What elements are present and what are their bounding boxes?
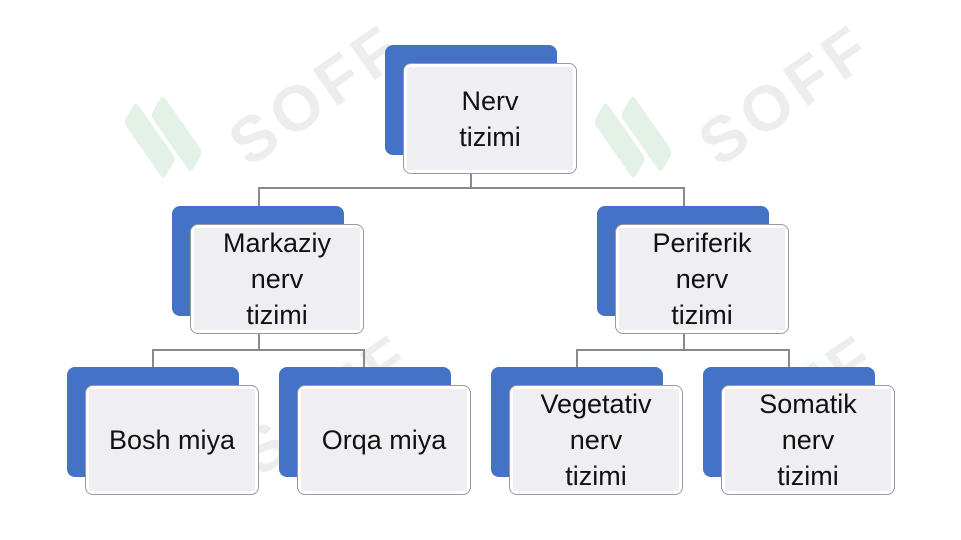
watermark-text: SOFF xyxy=(685,9,887,180)
connector-root-bar xyxy=(258,187,684,189)
connector-to-orqa-miya xyxy=(363,349,365,367)
soff-logo-icon xyxy=(121,78,230,192)
connector-markaziy-bar xyxy=(152,349,364,351)
connector-to-somatik xyxy=(788,349,790,367)
connector-root-down xyxy=(470,173,472,188)
node-markaziy-nerv-tizimi: Markaziy nerv tizimi xyxy=(172,206,364,334)
node-nerv-tizimi: Nerv tizimi xyxy=(385,45,577,174)
connector-to-bosh-miya xyxy=(152,349,154,367)
node-label: Orqa miya xyxy=(321,425,447,455)
node-label: Nerv tizimi xyxy=(459,85,521,152)
node-label: Vegetativ nerv tizimi xyxy=(540,389,652,491)
connector-to-vegetativ xyxy=(576,349,578,367)
node-somatik-nerv-tizimi: Somatik nerv tizimi xyxy=(703,367,895,495)
soff-logo-icon xyxy=(591,78,700,192)
node-bosh-miya: Bosh miya xyxy=(67,367,259,495)
connector-to-markaziy xyxy=(258,187,260,206)
node-label: Bosh miya xyxy=(108,425,236,455)
node-periferik-nerv-tizimi: Periferik nerv tizimi xyxy=(597,206,789,334)
connector-markaziy-down xyxy=(258,333,260,350)
node-vegetativ-nerv-tizimi: Vegetativ nerv tizimi xyxy=(491,367,683,495)
node-label: Markaziy nerv tizimi xyxy=(222,228,331,330)
node-label: Somatik nerv tizimi xyxy=(759,389,857,491)
node-label: Periferik nerv tizimi xyxy=(652,228,752,330)
connector-to-periferik xyxy=(683,187,685,206)
connector-periferik-bar xyxy=(576,349,789,351)
node-orqa-miya: Orqa miya xyxy=(279,367,471,495)
connector-periferik-down xyxy=(683,333,685,350)
